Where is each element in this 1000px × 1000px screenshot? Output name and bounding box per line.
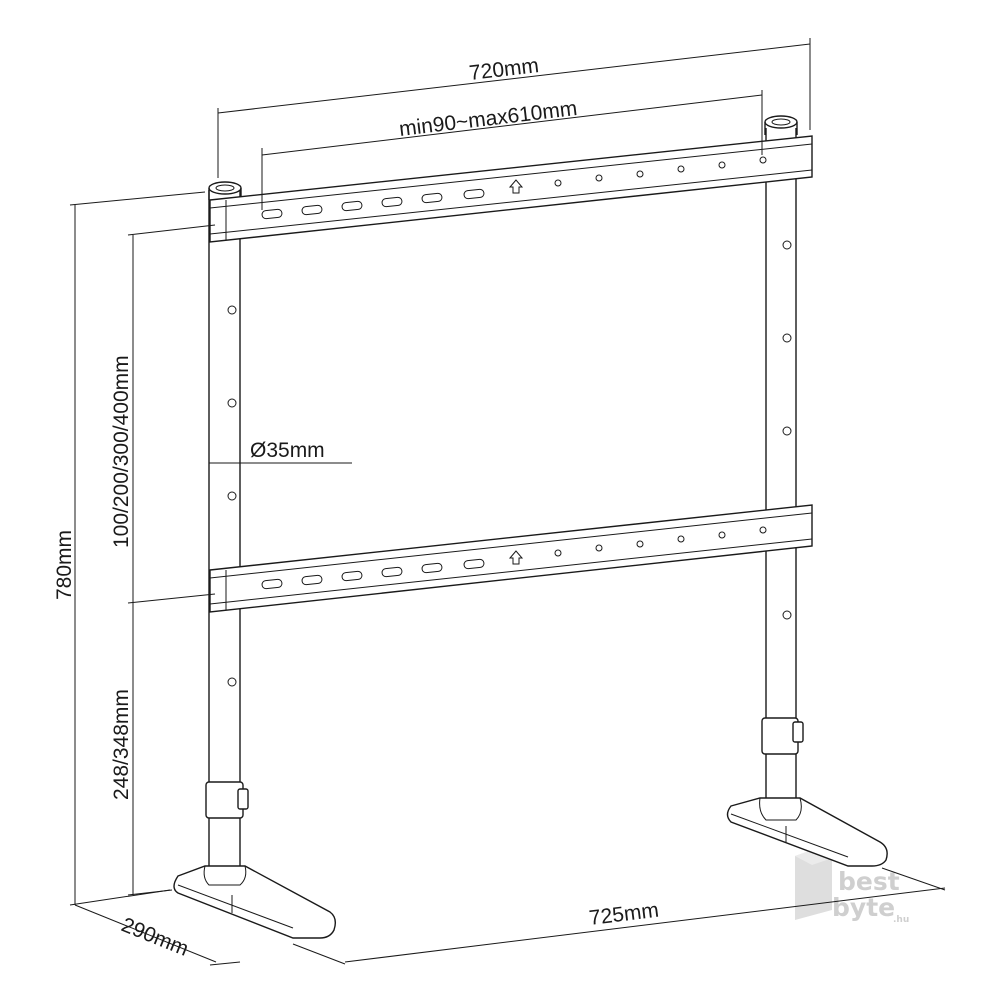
watermark-suffix: .hu (893, 915, 909, 925)
round-holes-top (554, 156, 767, 187)
up-arrow-icon (508, 179, 524, 194)
left-foot (173, 865, 337, 939)
slot-holes-top (261, 188, 485, 220)
label-top-width: 720mm (468, 54, 540, 85)
label-base-width: 725mm (588, 899, 660, 930)
bottom-crossbar (209, 504, 813, 613)
watermark-line1: best (838, 867, 900, 896)
right-foot (726, 797, 888, 867)
watermark-line2: byte (832, 893, 895, 922)
label-pole-diameter: Ø35mm (250, 439, 325, 462)
label-vesa-vertical: 100/200/300/400mm (110, 355, 133, 548)
label-base-depth: 290mm (118, 913, 192, 961)
dimension-total-height: 780mm (53, 191, 206, 905)
logo-cube-icon (795, 843, 832, 920)
up-arrow-icon (508, 550, 524, 565)
dimension-pole-diameter: Ø35mm (209, 439, 352, 464)
top-crossbar (209, 135, 813, 243)
label-bottom-height: 248/348mm (110, 689, 133, 800)
dimension-vesa-vertical: 100/200/300/400mm (110, 224, 216, 604)
dimension-bottom-height: 248/348mm (110, 603, 173, 896)
label-vesa-horizontal: min90~max610mm (398, 97, 579, 141)
right-pole (761, 115, 804, 822)
slot-holes-bottom (261, 558, 485, 590)
round-holes-bottom (554, 526, 767, 557)
left-pole (205, 181, 249, 885)
label-total-height: 780mm (53, 530, 76, 600)
